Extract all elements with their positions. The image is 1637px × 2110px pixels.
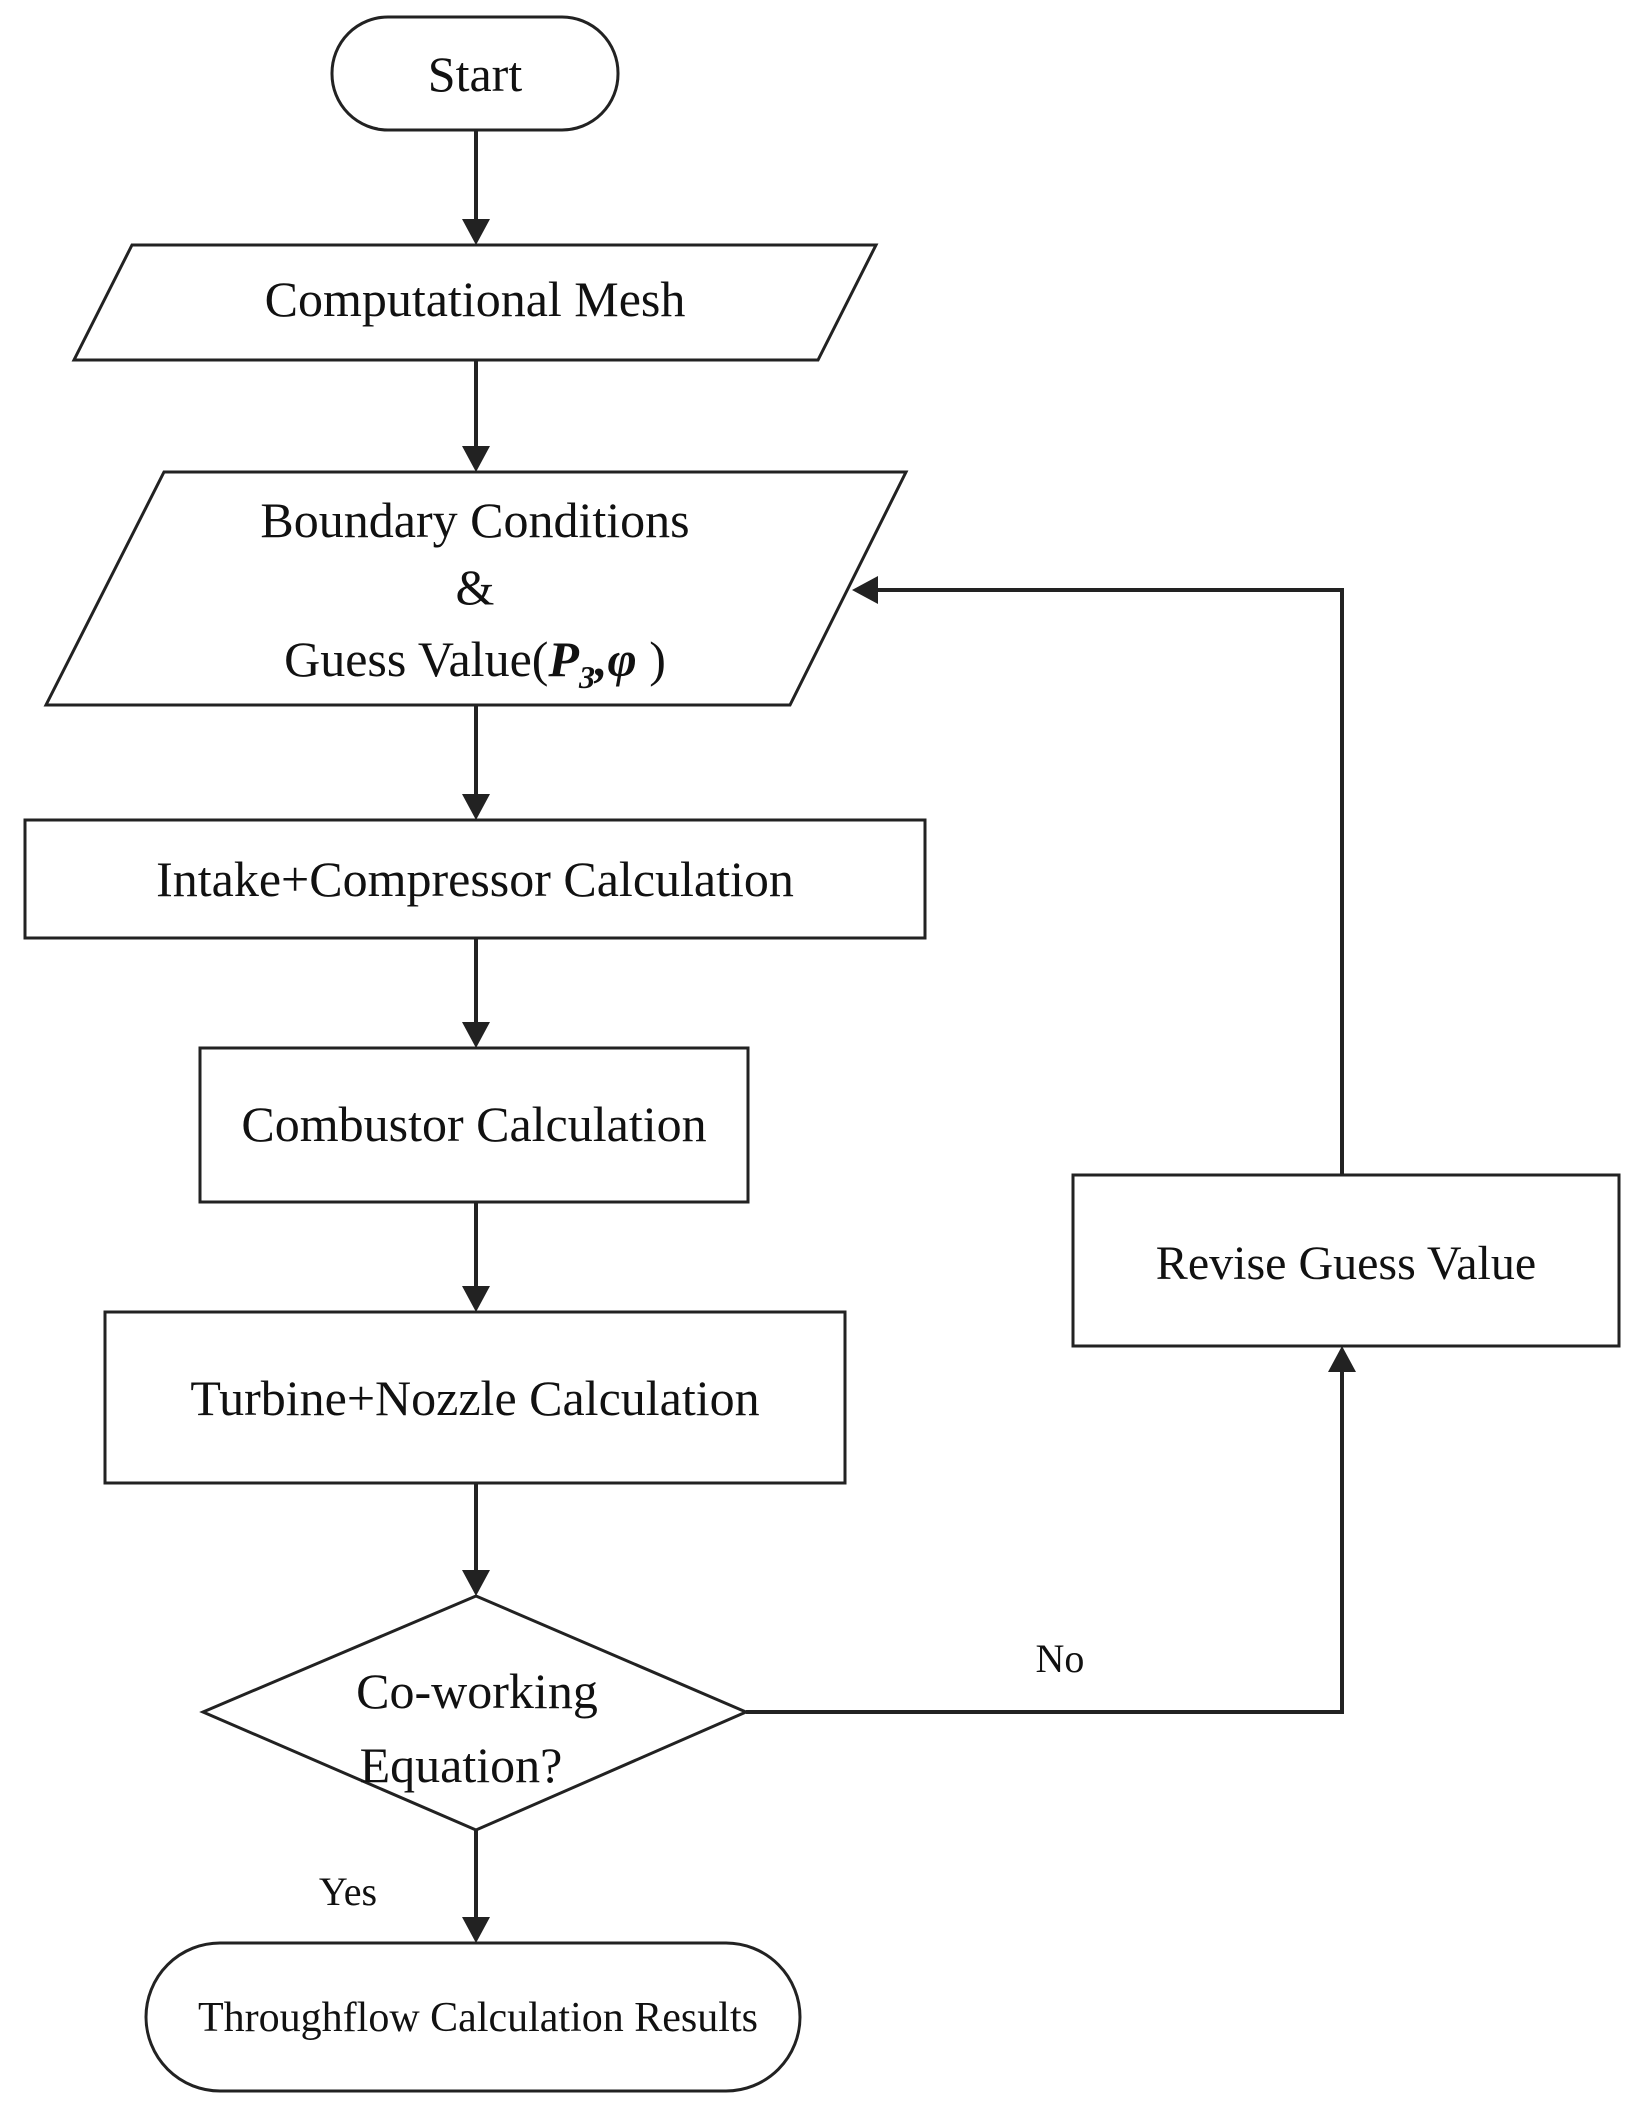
arrowhead-icon: [462, 1022, 490, 1048]
co-working-decision: Co-working Equation?: [199, 1594, 750, 1832]
connector-turbine-to-decision: [462, 1483, 490, 1596]
start-label: Start: [428, 46, 523, 102]
connector-start-to-mesh: [462, 130, 490, 245]
no-branch-label: No: [1036, 1636, 1085, 1681]
arrowhead-icon: [462, 1286, 490, 1312]
decision-label-line2: Equation?: [360, 1737, 563, 1793]
end-label: Throughflow Calculation Results: [198, 1995, 758, 2041]
decision-label-line1: Co-working: [356, 1663, 598, 1719]
revise-guess-value-process: Revise Guess Value: [1071, 1173, 1621, 1348]
arrowhead-icon: [462, 1917, 490, 1943]
computational-mesh-input: Computational Mesh: [71, 243, 879, 362]
arrowhead-icon: [462, 219, 490, 245]
computational-mesh-label: Computational Mesh: [265, 271, 686, 327]
boundary-conditions-label: Boundary Conditions: [260, 492, 689, 548]
revise-guess-value-label: Revise Guess Value: [1156, 1237, 1536, 1290]
turbine-nozzle-process: Turbine+Nozzle Calculation: [103, 1310, 847, 1485]
combustor-process: Combustor Calculation: [198, 1046, 750, 1204]
arrowhead-icon: [462, 794, 490, 820]
boundary-ampersand-label: &: [456, 559, 495, 615]
symbol-separator: ,: [593, 631, 608, 687]
connector-intake-to-combustor: [462, 938, 490, 1048]
intake-compressor-process: Intake+Compressor Calculation: [23, 818, 927, 940]
start-terminator: Start: [330, 15, 620, 132]
guess-value-prefix: Guess Value(: [284, 631, 548, 687]
boundary-conditions-input: Boundary Conditions & Guess Value(P3,φ ): [43, 470, 909, 707]
arrowhead-icon: [852, 576, 878, 604]
phi-symbol: φ: [607, 631, 636, 687]
guess-value-suffix: ): [637, 631, 666, 687]
yes-branch-label: Yes: [319, 1869, 377, 1914]
pressure-symbol: P: [547, 631, 579, 687]
connector-boundary-to-intake: [462, 705, 490, 820]
turbine-nozzle-label: Turbine+Nozzle Calculation: [190, 1370, 759, 1426]
connector-mesh-to-boundary: [462, 360, 490, 472]
combustor-label: Combustor Calculation: [241, 1096, 706, 1152]
end-terminator: Throughflow Calculation Results: [144, 1941, 802, 2093]
connector-decision-to-revise: [746, 1346, 1356, 1714]
guess-value-label: Guess Value(P3,φ ): [284, 631, 666, 695]
connector-decision-to-end: [462, 1830, 490, 1943]
connector-combustor-to-turbine: [462, 1202, 490, 1312]
arrowhead-icon: [462, 446, 490, 472]
connector-revise-to-boundary: [852, 576, 1344, 1175]
pressure-subscript: 3: [578, 659, 595, 695]
arrowhead-icon: [462, 1570, 490, 1596]
intake-compressor-label: Intake+Compressor Calculation: [156, 851, 794, 907]
arrowhead-icon: [1328, 1346, 1356, 1372]
